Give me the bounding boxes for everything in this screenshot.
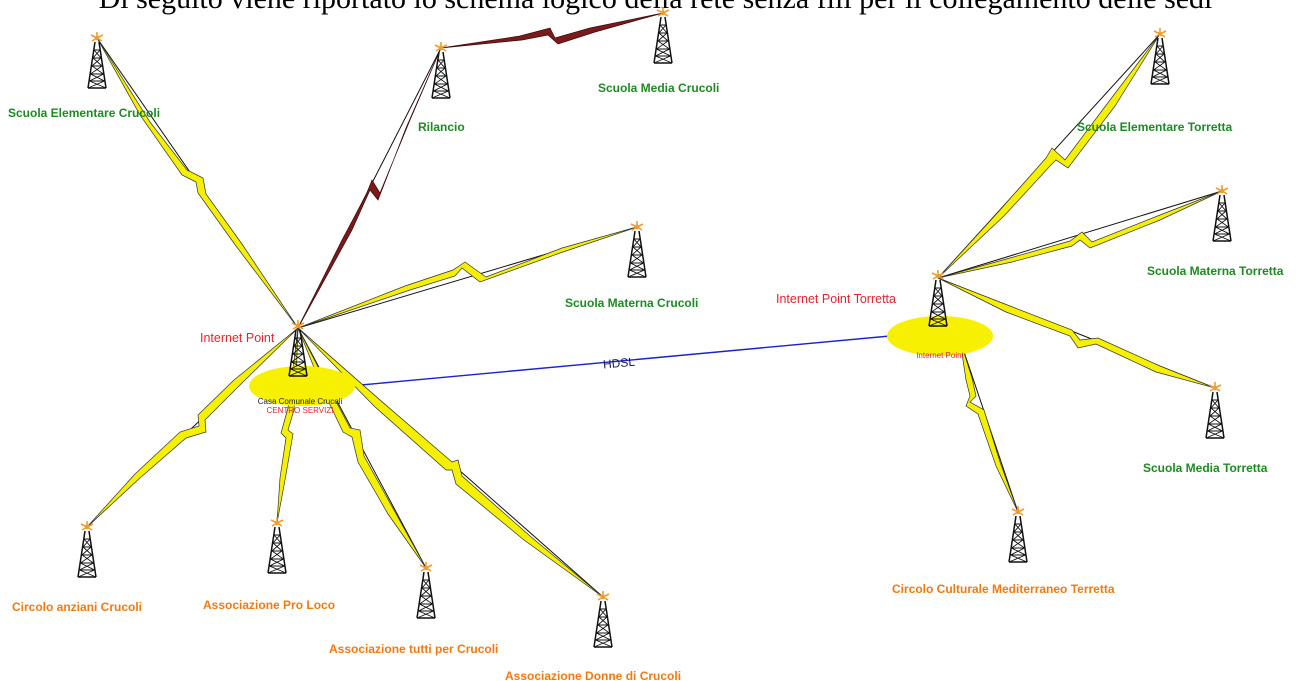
label-scuola-materna-crucoli: Scuola Materna Crucoli: [565, 296, 698, 310]
crucoli-hub-ellipse: [249, 366, 355, 406]
tower-icon: [77, 520, 97, 578]
label-circolo-culturale: Circolo Culturale Mediterraneo Terretta: [892, 582, 1115, 596]
torretta-hub-label: Internet Point Torretta: [776, 292, 896, 306]
crucoli-hub-label: Internet Point: [200, 331, 275, 345]
hdsl-link: [349, 335, 891, 387]
label-rilancio: Rilancio: [418, 120, 465, 134]
torretta-hub-ellipse: [887, 316, 993, 356]
label-scuola-media-torretta: Scuola Media Torretta: [1143, 461, 1268, 475]
label-donne-crucoli: Associazione Donne di Crucoli: [505, 669, 681, 681]
crucoli-hub-line2: CENTRO SERVIZI: [267, 406, 334, 415]
relay-link-rilancio: [297, 47, 442, 329]
tower-icon: [416, 561, 436, 619]
hdsl-label: HDSL: [602, 355, 635, 372]
tower-icon: [593, 590, 613, 648]
tower-icon: [267, 516, 287, 574]
tower-icon: [1008, 505, 1028, 563]
label-tutti-per-crucoli: Associazione tutti per Crucoli: [329, 642, 498, 656]
tower-icon: [1205, 381, 1225, 439]
wireless-link-pro-loco: [276, 327, 299, 524]
label-scuola-elementare-torretta: Scuola Elementare Torretta: [1077, 120, 1232, 134]
tower-icon: [653, 6, 673, 64]
label-scuola-media-crucoli: Scuola Media Crucoli: [598, 81, 719, 95]
header-text: Di seguito viene riportato lo schema log…: [0, 0, 1311, 14]
tower-icon: [431, 41, 451, 99]
header-text-cut: Di seguito viene riportato lo schema log…: [0, 0, 1311, 16]
label-scuola-elementare-crucoli: Scuola Elementare Crucoli: [8, 106, 160, 120]
tower-icon: [1150, 27, 1170, 85]
crucoli-hub-line1: Casa Comunale Crucoli: [258, 397, 343, 406]
tower-icon: [87, 31, 107, 89]
relay-link-media-crucoli: [440, 12, 664, 49]
label-circolo-anziani: Circolo anziani Crucoli: [12, 600, 142, 614]
crucoli-links: [86, 12, 664, 598]
label-scuola-materna-torretta: Scuola Materna Torretta: [1147, 264, 1284, 278]
torretta-hub-line1: Internet Point: [916, 351, 964, 360]
label-pro-loco: Associazione Pro Loco: [203, 598, 335, 612]
